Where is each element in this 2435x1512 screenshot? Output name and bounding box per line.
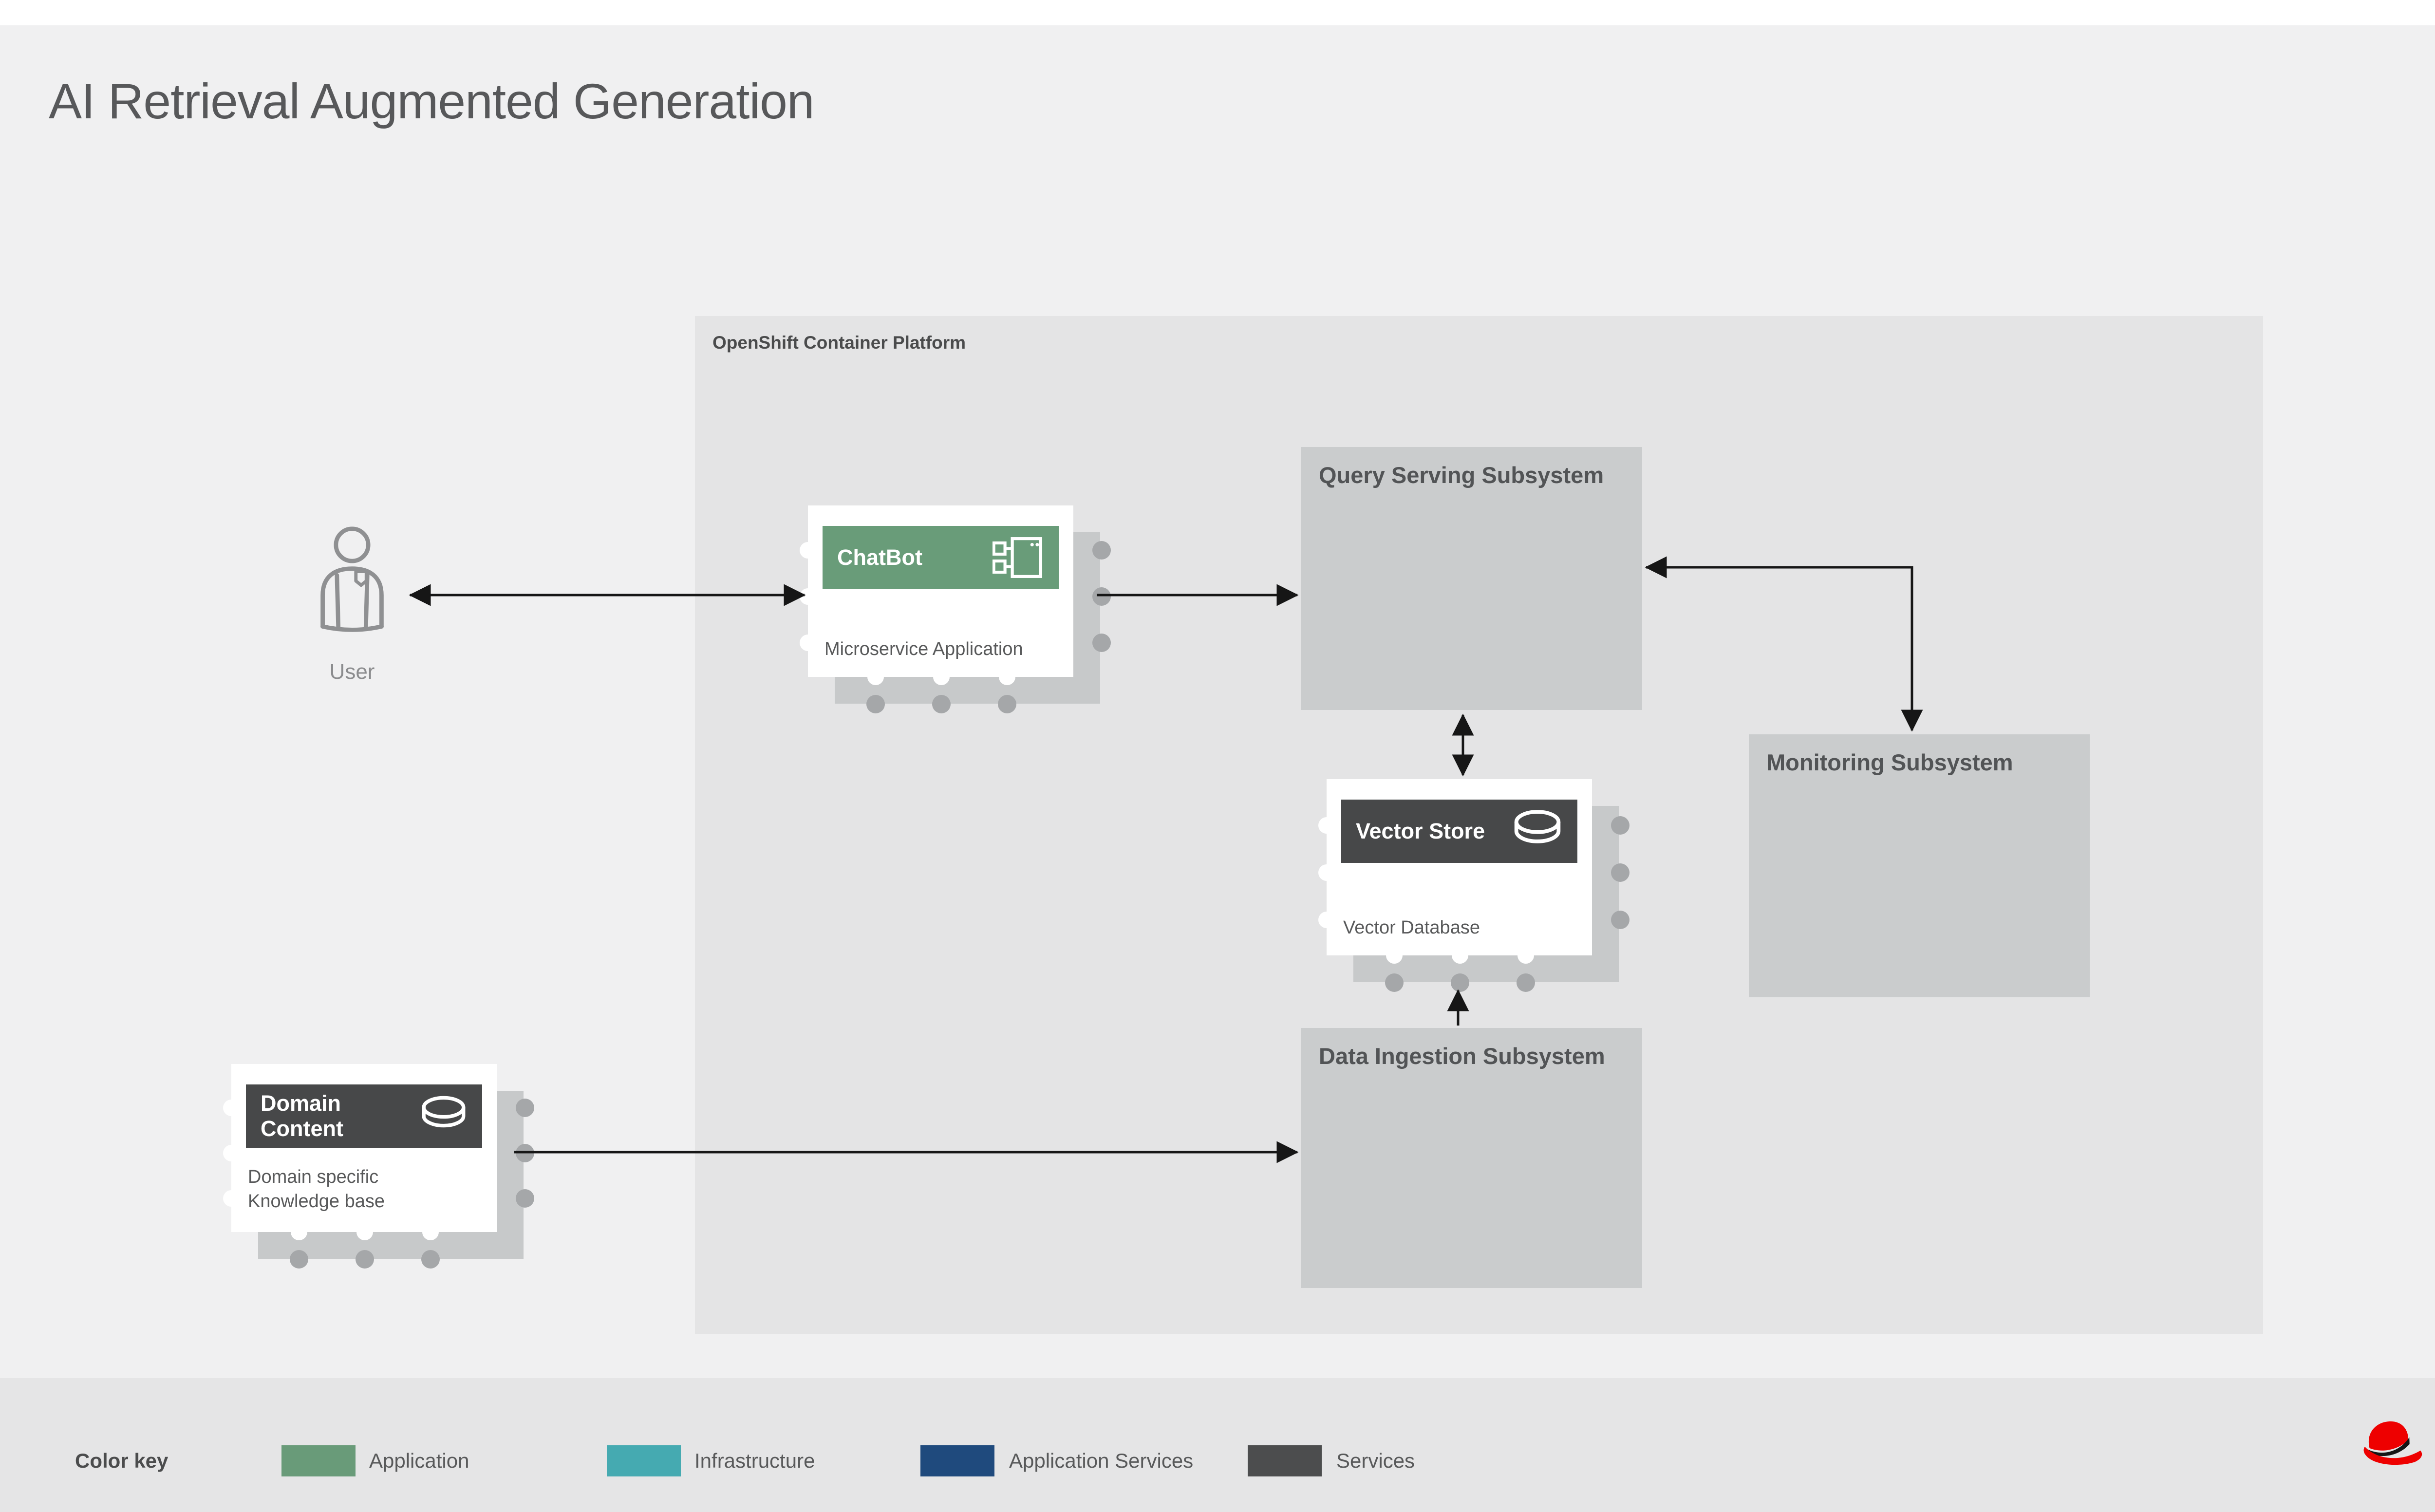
- port-dot: [932, 695, 951, 713]
- legend-swatch-application: [281, 1445, 356, 1476]
- domain-content-header: Domain Content: [246, 1084, 482, 1148]
- redhat-logo: Red Hat: [2361, 1411, 2435, 1475]
- fedora-icon: [2363, 1421, 2422, 1465]
- chatbot-node: ChatBot Microservice Application: [800, 505, 1111, 713]
- chatbot-title: ChatBot: [837, 545, 922, 570]
- port-dot: [933, 669, 950, 685]
- port-dot: [800, 635, 816, 651]
- legend-swatch-infrastructure: [607, 1445, 681, 1476]
- port-dot: [1451, 973, 1469, 992]
- port-dot: [516, 1144, 534, 1162]
- port-dot: [1452, 947, 1468, 964]
- legend-swatch-application-services: [920, 1445, 994, 1476]
- port-dot: [516, 1099, 534, 1117]
- vector-store-header: Vector Store: [1341, 800, 1577, 863]
- port-dot: [356, 1224, 373, 1240]
- microservice-icon: [993, 537, 1043, 578]
- port-dot: [356, 1250, 374, 1269]
- port-dot: [223, 1145, 240, 1161]
- database-icon: [422, 1096, 466, 1128]
- port-dot: [1611, 911, 1630, 929]
- port-dot: [1386, 947, 1403, 964]
- port-dot: [290, 1250, 308, 1269]
- domain-content-title: Domain Content: [261, 1091, 343, 1141]
- monitoring-subsystem-label: Monitoring Subsystem: [1766, 749, 2013, 775]
- user-label: User: [329, 660, 375, 684]
- query-serving-subsystem-box: Query Serving Subsystem: [1301, 447, 1642, 710]
- openshift-platform-label: OpenShift Container Platform: [712, 333, 966, 353]
- port-dot: [1611, 816, 1630, 835]
- port-dot: [1092, 541, 1111, 560]
- legend-label-application-services: Application Services: [1009, 1449, 1194, 1472]
- redhat-wordmark: Red Hat: [2434, 1421, 2435, 1465]
- port-dot: [999, 669, 1015, 685]
- chatbot-subtitle: Microservice Application: [824, 638, 1023, 659]
- port-dot: [1517, 973, 1535, 992]
- chatbot-header: ChatBot: [823, 526, 1059, 589]
- port-dot: [800, 588, 816, 605]
- page-title: AI Retrieval Augmented Generation: [49, 74, 815, 129]
- legend-label-infrastructure: Infrastructure: [694, 1449, 815, 1472]
- database-icon: [1514, 810, 1561, 843]
- query-serving-subsystem-label: Query Serving Subsystem: [1319, 462, 1604, 488]
- port-dot: [516, 1189, 534, 1208]
- port-dot: [867, 669, 884, 685]
- port-dot: [291, 1224, 307, 1240]
- port-dot: [998, 695, 1016, 713]
- port-dot: [223, 1100, 240, 1116]
- port-dot: [866, 695, 885, 713]
- port-dot: [1611, 863, 1630, 882]
- port-dot: [223, 1190, 240, 1207]
- port-dot: [1092, 634, 1111, 652]
- port-dot: [1092, 587, 1111, 606]
- port-dot: [1318, 912, 1335, 928]
- legend-band: [0, 1378, 2435, 1512]
- legend-label-services: Services: [1336, 1449, 1415, 1472]
- top-strip: [0, 0, 2435, 25]
- port-dot: [421, 1250, 440, 1269]
- port-dot: [1385, 973, 1404, 992]
- port-dot: [1318, 864, 1335, 881]
- vector-store-subtitle: Vector Database: [1343, 917, 1480, 938]
- monitoring-subsystem-box: Monitoring Subsystem: [1749, 734, 2090, 997]
- data-ingestion-subsystem-label: Data Ingestion Subsystem: [1319, 1043, 1605, 1069]
- legend-swatch-services: [1248, 1445, 1322, 1476]
- data-ingestion-subsystem-box: Data Ingestion Subsystem: [1301, 1028, 1642, 1288]
- port-dot: [1318, 817, 1335, 834]
- domain-content-subtitle: Domain specific Knowledge base: [248, 1166, 385, 1212]
- port-dot: [800, 542, 816, 559]
- vector-store-node: Vector Store Vector Database: [1318, 779, 1630, 992]
- port-dot: [422, 1224, 439, 1240]
- domain-content-node: Domain Content Domain specific Knowledge…: [223, 1064, 534, 1269]
- port-dot: [1517, 947, 1534, 964]
- user-icon: [320, 526, 384, 632]
- vector-store-title: Vector Store: [1356, 819, 1485, 843]
- color-key-label: Color key: [75, 1449, 169, 1472]
- legend-label-application: Application: [369, 1449, 469, 1472]
